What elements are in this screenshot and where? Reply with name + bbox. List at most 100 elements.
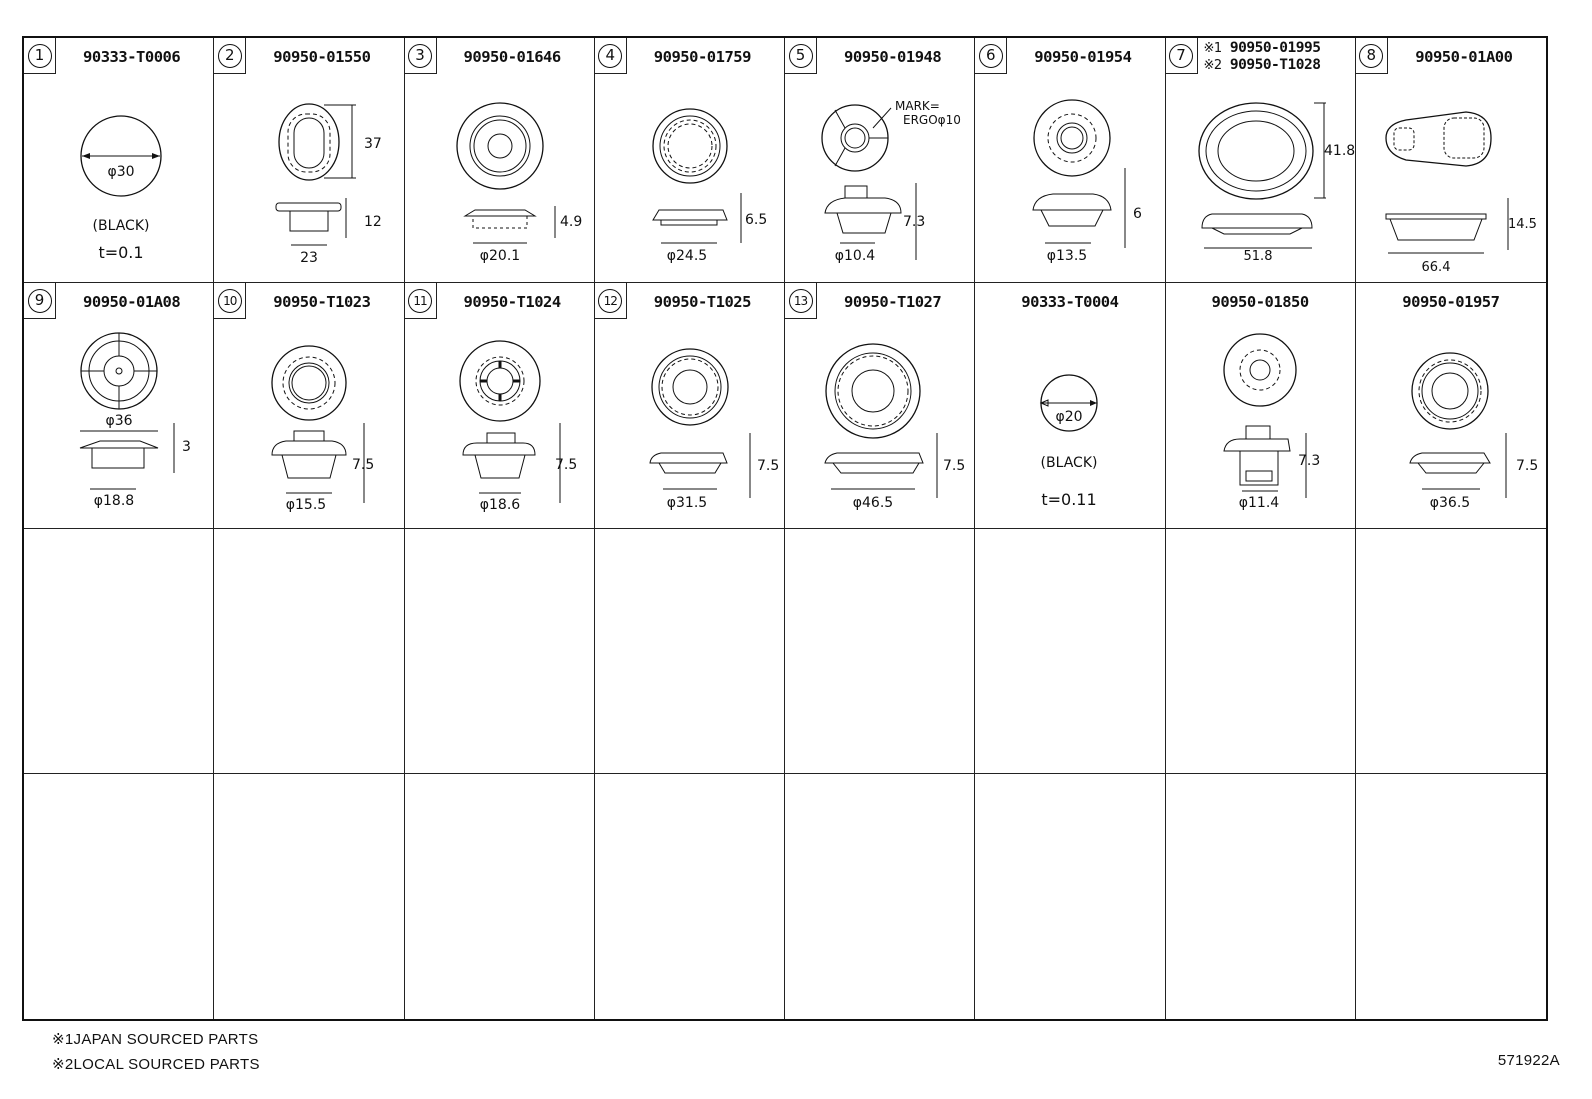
svg-text:φ18.8: φ18.8: [94, 493, 134, 509]
part-number: 90950-01957: [1402, 293, 1500, 312]
svg-text:7.3: 7.3: [903, 214, 925, 230]
part-cell-90950-01957[interactable]: 90950-01957 7.5 φ36.5: [1355, 283, 1546, 529]
grommet-drawing: 7.5 φ18.6: [458, 340, 577, 513]
grommet-drawing: 4.9 φ20.1: [455, 102, 582, 264]
part-cell-8[interactable]: 8 90950-01A00 14.5 66.4: [1355, 38, 1546, 284]
part-cell-1[interactable]: 1 90333-T0006 φ30 (BLACK) t=0.1: [24, 38, 215, 284]
empty-cell: [595, 773, 785, 1019]
index-badge: 11: [404, 283, 437, 320]
svg-text:12: 12: [364, 214, 382, 230]
part-number-japan: ※1 90950-01995: [1203, 40, 1321, 56]
grommet-drawing: 37 12 23: [275, 103, 382, 266]
empty-cell: [1355, 529, 1546, 774]
empty-cell: [785, 773, 976, 1019]
part-number: 90950-T1027: [844, 293, 942, 312]
part-cell-9[interactable]: 9 90950-01A08 φ36 3 φ18.8: [24, 283, 215, 529]
empty-cell: [1165, 528, 1356, 774]
empty-cell: [214, 773, 405, 1019]
part-cell-7[interactable]: 7 ※1 90950-01995 ※2 90950-T1028 41.8 51.…: [1165, 38, 1356, 284]
svg-text:6: 6: [1133, 206, 1142, 222]
grommet-drawing: 6 φ13.5: [1032, 99, 1142, 264]
svg-text:φ15.5: φ15.5: [286, 497, 326, 513]
svg-text:φ31.5: φ31.5: [667, 495, 707, 511]
svg-text:t=0.1: t=0.1: [98, 243, 143, 262]
svg-text:7.5: 7.5: [943, 458, 965, 474]
part-number: 90950-01954: [1034, 48, 1132, 66]
svg-text:7.5: 7.5: [1516, 458, 1538, 474]
svg-text:φ30: φ30: [107, 164, 134, 180]
svg-text:(BLACK): (BLACK): [93, 218, 150, 234]
part-cell-5[interactable]: 5 90950-01948 MARK= ERGOφ10 7.3 φ10.4: [785, 38, 976, 284]
grommet-drawing: 7.5 φ46.5: [824, 343, 965, 511]
part-cell-13[interactable]: 13 90950-T1027 7.5 φ46.5: [785, 283, 976, 529]
diagram-reference-id: 571922A: [1497, 1052, 1560, 1069]
empty-cell: [24, 773, 215, 1019]
cap-drawing: φ30 (BLACK) t=0.1: [80, 115, 162, 262]
svg-text:φ11.4: φ11.4: [1238, 495, 1279, 511]
index-badge: 4: [594, 38, 627, 74]
clip-drawing: φ36 3 φ18.8: [79, 332, 191, 509]
index-badge: 1: [24, 38, 56, 74]
grommet-drawing: 7.5 φ15.5: [271, 345, 375, 513]
footnote-local: ※2LOCAL SOURCED PARTS: [52, 1056, 260, 1073]
svg-text:φ18.6: φ18.6: [479, 497, 520, 513]
part-number: 90333-T0004: [1021, 293, 1119, 312]
svg-text:MARK=: MARK=: [895, 99, 940, 113]
svg-text:41.8: 41.8: [1324, 143, 1355, 159]
part-cell-90333-T0004[interactable]: 90333-T0004 φ20 (BLACK) t=0.11: [975, 283, 1166, 529]
empty-cell: [1166, 773, 1356, 1019]
svg-text:φ24.5: φ24.5: [667, 248, 707, 264]
empty-cell: [975, 528, 1166, 774]
part-number: 90950-01948: [844, 48, 942, 66]
svg-text:4.9: 4.9: [560, 214, 582, 230]
index-badge: 9: [24, 283, 56, 320]
part-cell-90950-01850[interactable]: 90950-01850 7.3 φ11.4: [1165, 283, 1356, 529]
svg-text:7.3: 7.3: [1298, 453, 1320, 469]
index-badge: 8: [1355, 38, 1388, 74]
part-number: 90950-T1025: [653, 293, 752, 312]
svg-text:51.8: 51.8: [1243, 249, 1272, 264]
part-number-pair: ※1 90950-01995 ※2 90950-T1028: [1204, 40, 1353, 74]
index-badge: 5: [785, 38, 817, 74]
empty-cell: [24, 528, 215, 774]
part-cell-4[interactable]: 4 90950-01759 6.5 φ24.5: [594, 38, 785, 284]
empty-cell: [594, 528, 785, 774]
svg-text:66.4: 66.4: [1421, 260, 1450, 275]
svg-text:ERGOφ10: ERGOφ10: [903, 113, 961, 127]
grommet-drawing: 7.3 φ11.4: [1222, 333, 1320, 511]
part-number: 90333-T0006: [83, 48, 181, 66]
index-badge: 3: [404, 38, 437, 74]
index-badge: 7: [1165, 38, 1198, 74]
index-badge: 2: [214, 38, 247, 74]
svg-text:6.5: 6.5: [745, 212, 767, 228]
svg-text:(BLACK): (BLACK): [1041, 455, 1098, 471]
part-number: 90950-01A00: [1415, 48, 1513, 66]
footnote-japan: ※1JAPAN SOURCED PARTS: [52, 1031, 259, 1048]
empty-cell: [1356, 774, 1546, 1019]
index-badge: 13: [785, 283, 817, 320]
part-number: 90950-01550: [273, 48, 371, 66]
cap-drawing: φ20 (BLACK) t=0.11: [1039, 374, 1098, 509]
part-cell-11[interactable]: 11 90950-T1024 7.5 φ18.6: [404, 283, 595, 529]
grommet-drawing: 7.5 φ36.5: [1409, 352, 1538, 511]
part-number: 90950-01646: [463, 48, 562, 66]
svg-text:φ13.5: φ13.5: [1047, 248, 1087, 264]
svg-text:φ36.5: φ36.5: [1430, 495, 1470, 511]
part-cell-12[interactable]: 12 90950-T1025 7.5 φ31.5: [594, 283, 785, 529]
grommet-drawing: 14.5 66.4: [1385, 111, 1537, 275]
part-cell-2[interactable]: 2 90950-01550 37 12 23: [214, 38, 405, 284]
part-cell-6[interactable]: 6 90950-01954 6 φ13.5: [975, 38, 1166, 284]
svg-text:3: 3: [182, 439, 191, 455]
empty-cell: [405, 773, 595, 1019]
parts-grid: 1 90333-T0006 φ30 (BLACK) t=0.1 2 90950-…: [22, 36, 1548, 1021]
index-badge: 6: [975, 38, 1008, 74]
empty-cell: [975, 773, 1166, 1019]
index-badge: 10: [214, 283, 247, 320]
svg-text:φ36: φ36: [105, 413, 132, 429]
empty-cell: [785, 528, 976, 774]
part-cell-10[interactable]: 10 90950-T1023 7.5 φ15.5: [214, 283, 405, 529]
grommet-drawing: 7.5 φ31.5: [649, 348, 779, 511]
part-cell-3[interactable]: 3 90950-01646 4.9 φ20.1: [404, 38, 595, 284]
part-number: 90950-01A08: [83, 293, 181, 312]
part-number: 90950-T1023: [273, 293, 371, 312]
